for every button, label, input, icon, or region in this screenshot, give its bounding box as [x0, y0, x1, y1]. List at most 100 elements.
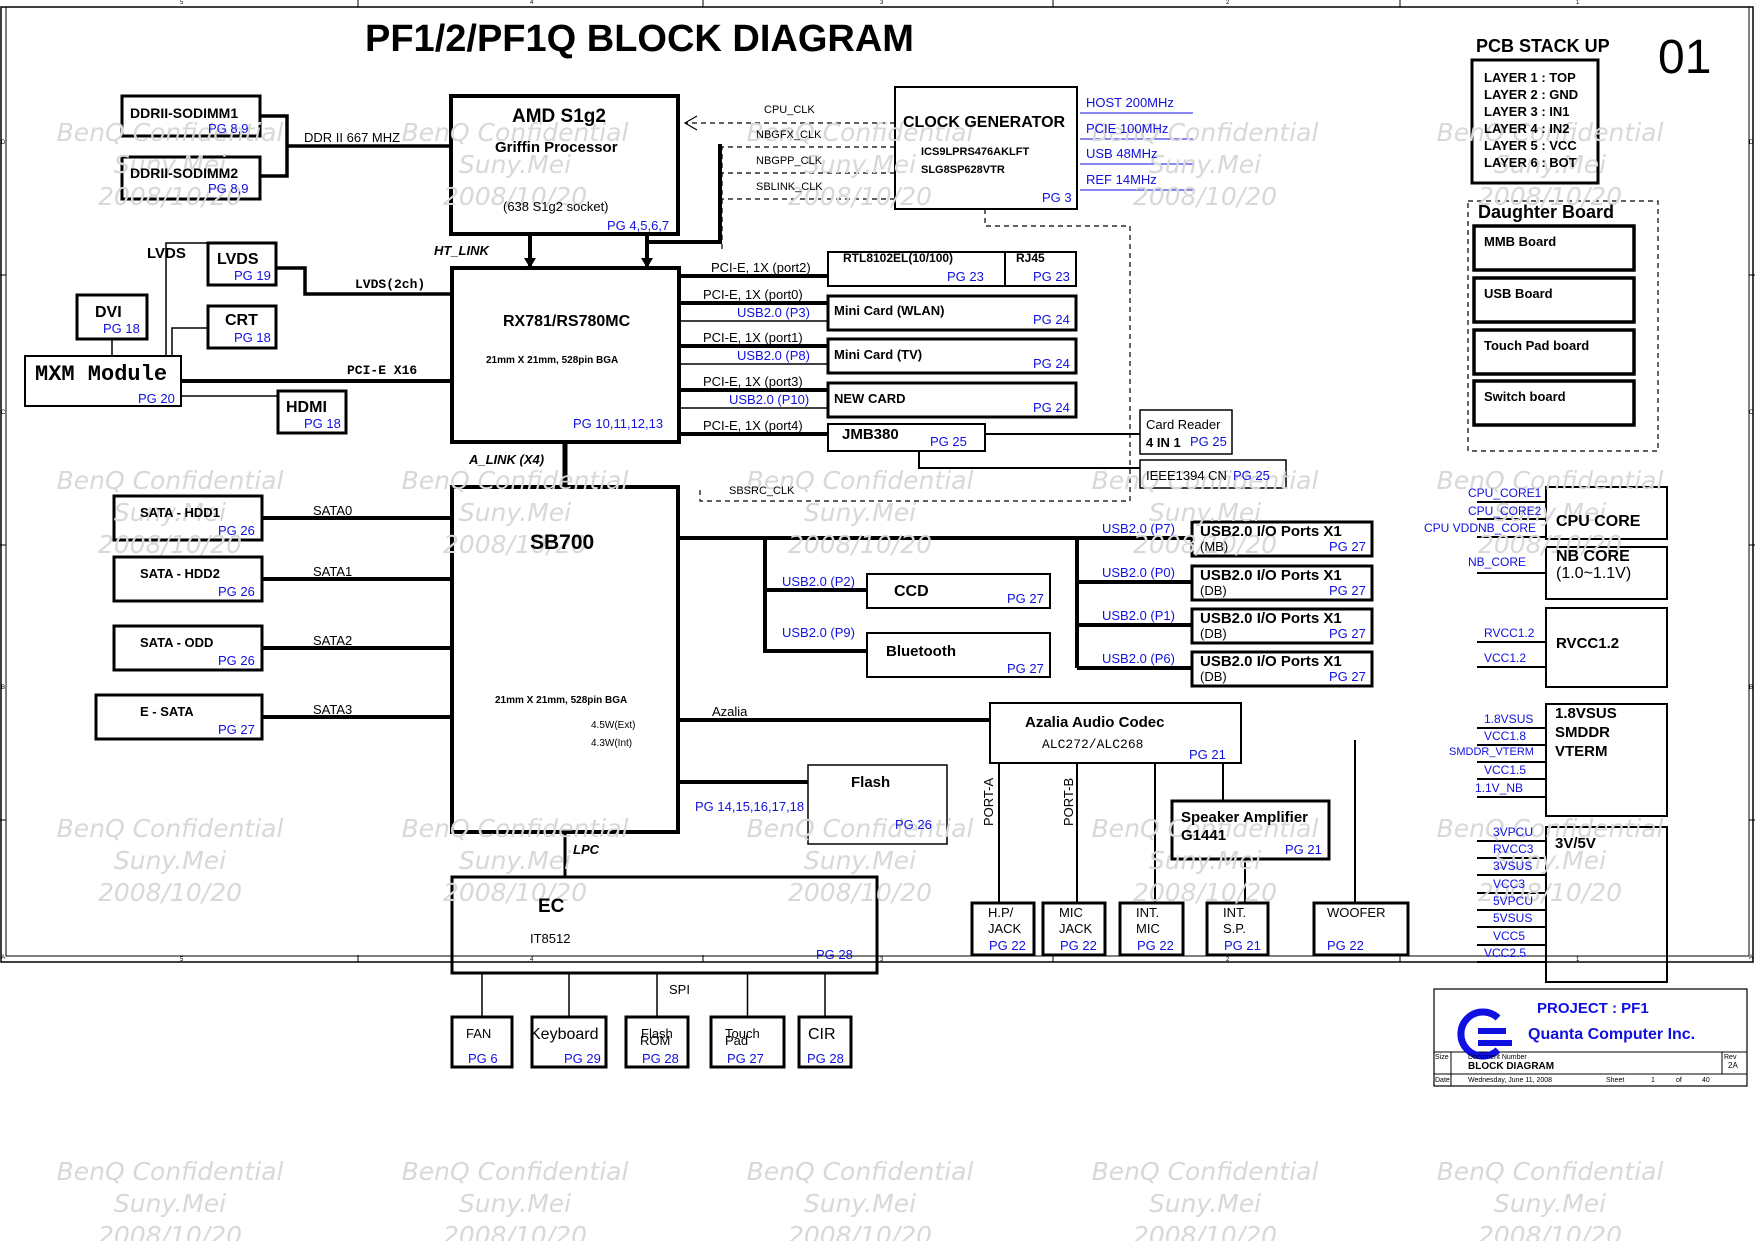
sata-bus-label: SATA1 — [313, 564, 353, 579]
usb-p2-label: USB2.0 (P2) — [782, 574, 855, 589]
pcie-port3-label: PCI-E, 1X (port3) — [703, 374, 803, 389]
border-col-label: 1 — [1576, 0, 1580, 6]
ddr-bus — [260, 114, 289, 178]
audio-jack-page-ref: PG 22 — [989, 938, 1026, 953]
audio-jack-label: JACK — [1059, 921, 1093, 936]
audio-jack-label: H.P/ — [988, 905, 1014, 920]
pcb-stackup-box — [1470, 58, 1600, 185]
ec-peripheral-page-ref: PG 6 — [468, 1051, 498, 1066]
audio-codec-chip: ALC272/ALC268 — [1042, 737, 1144, 752]
lvds-side-label: LVDS — [147, 245, 186, 262]
border-col-label: 4 — [530, 957, 534, 963]
pcb-layer: LAYER 3 : IN1 — [1484, 104, 1570, 119]
hdmi-box — [276, 389, 348, 435]
audio-jack-box — [1205, 901, 1270, 957]
pcie-port1-label: PCI-E, 1X (port1) — [703, 330, 803, 345]
crt-page-ref: PG 18 — [234, 330, 271, 345]
lpc-label: LPC — [573, 842, 599, 857]
border-col-label: 5 — [180, 957, 184, 963]
jmb380-box — [827, 423, 986, 452]
daughter-board-box — [1472, 224, 1636, 272]
ht-link-label: HT_LINK — [434, 243, 489, 258]
daughter-board-box — [1472, 379, 1636, 427]
usb-io-port-page-ref: PG 27 — [1329, 669, 1366, 684]
newcard-page-ref: PG 24 — [1033, 400, 1070, 415]
usb-io-port-box — [1190, 564, 1374, 602]
usb-p8-label: USB2.0 (P8) — [737, 348, 810, 363]
audio-jack-label: WOOFER — [1327, 905, 1386, 920]
crt-box — [206, 304, 278, 350]
power-rail-label: 3VSUS — [1493, 859, 1533, 873]
cpu-name: AMD S1g2 — [512, 106, 606, 127]
rj45-box — [1004, 251, 1077, 287]
smddr-line: SMDDR — [1555, 724, 1610, 741]
cpu-core-box — [1545, 486, 1668, 540]
hdmi-page-ref: PG 18 — [304, 416, 341, 431]
rvcc-box — [1545, 607, 1668, 688]
lvds-page-ref: PG 19 — [234, 268, 271, 283]
clock-generator-name: CLOCK GENERATOR — [903, 114, 1066, 131]
dvi-name: DVI — [95, 304, 122, 321]
audio-jack-box — [1041, 901, 1107, 957]
cpu-clk-label: CPU_CLK — [764, 104, 815, 116]
rvcc-name: RVCC1.2 — [1556, 635, 1620, 652]
hdmi-name: HDMI — [286, 399, 327, 416]
usb-io-bus-label: USB2.0 (P7) — [1102, 521, 1175, 536]
sb-flash-page-ref: PG 26 — [895, 817, 932, 832]
nbgfx-clk-label: NBGFX_CLK — [756, 129, 822, 141]
ht-arrow — [524, 258, 536, 268]
rev-value: 2A — [1728, 1061, 1738, 1070]
pcie-port0-label: PCI-E, 1X (port0) — [703, 287, 803, 302]
quanta-logo-icon — [1478, 1040, 1512, 1046]
audio-jack-label: INT. — [1223, 905, 1247, 920]
ec-peripheral-box — [797, 1015, 853, 1069]
audio-jack-label: S.P. — [1223, 921, 1246, 936]
border-row-label: D — [1749, 140, 1754, 146]
sata-bus-label: SATA3 — [313, 702, 353, 717]
usb-io-port-name: USB2.0 I/O Ports X1 — [1200, 523, 1342, 540]
sata-device-name: E - SATA — [140, 704, 194, 719]
border-row-label: B — [1749, 685, 1754, 691]
power-rail-label: CPU_CORE2 — [1468, 504, 1542, 518]
newcard-box — [826, 381, 1078, 419]
usb-io-port-name: USB2.0 I/O Ports X1 — [1200, 610, 1342, 627]
ccd-page-ref: PG 27 — [1007, 591, 1044, 606]
mxm-page-ref: PG 20 — [138, 391, 175, 406]
cpu-clk-arrow — [683, 115, 698, 131]
audio-jack-label: MIC — [1136, 921, 1160, 936]
doc-number-label: Document Number — [1468, 1054, 1527, 1061]
power-rail-label: 5VSUS — [1493, 911, 1533, 925]
bluetooth-page-ref: PG 27 — [1007, 661, 1044, 676]
northbridge-page-ref: PG 10,11,12,13 — [573, 416, 664, 431]
audio-jack-box — [970, 901, 1036, 957]
sblink-clk-label: SBLINK_CLK — [756, 181, 823, 193]
ec-peripheral-page-ref: PG 27 — [727, 1051, 764, 1066]
usb-branch — [763, 538, 867, 653]
tv-box — [826, 337, 1078, 375]
ec-peripheral-page-ref: PG 29 — [564, 1051, 601, 1066]
ccd-box — [866, 573, 1051, 609]
sbsrc-clk-label: SBSRC_CLK — [729, 485, 795, 497]
sbsrc-clk-line — [699, 209, 1131, 502]
ec-peripheral-label: FAN — [466, 1026, 492, 1041]
sata-device-name: SATA - HDD1 — [140, 505, 220, 520]
power-rail-label: VCC1.5 — [1484, 763, 1527, 777]
speaker-amp-chip: G1441 — [1181, 827, 1227, 844]
sb-flash-name: Flash — [851, 774, 891, 791]
border-row-label: B — [1, 685, 6, 691]
ec-peripheral-box — [709, 1015, 786, 1069]
quanta-logo-icon — [1457, 1008, 1501, 1060]
dimm1-label: DDRII-SODIMM1 — [130, 105, 239, 121]
daughter-board-label: Switch board — [1484, 389, 1566, 404]
newcard-name: NEW CARD — [834, 391, 906, 406]
port-b-label: PORT-B — [1061, 777, 1076, 826]
power-rail-label: VCC2.5 — [1484, 946, 1527, 960]
rtl8102-name: RTL8102EL(10/100) — [843, 251, 954, 265]
northbridge-name: RX781/RS780MC — [503, 313, 631, 330]
rtl8102-page-ref: PG 23 — [947, 269, 984, 284]
ddr-bus-label: DDR II 667 MHZ — [304, 130, 401, 145]
daughter-board-box — [1472, 276, 1636, 324]
lvds-box — [206, 241, 278, 287]
